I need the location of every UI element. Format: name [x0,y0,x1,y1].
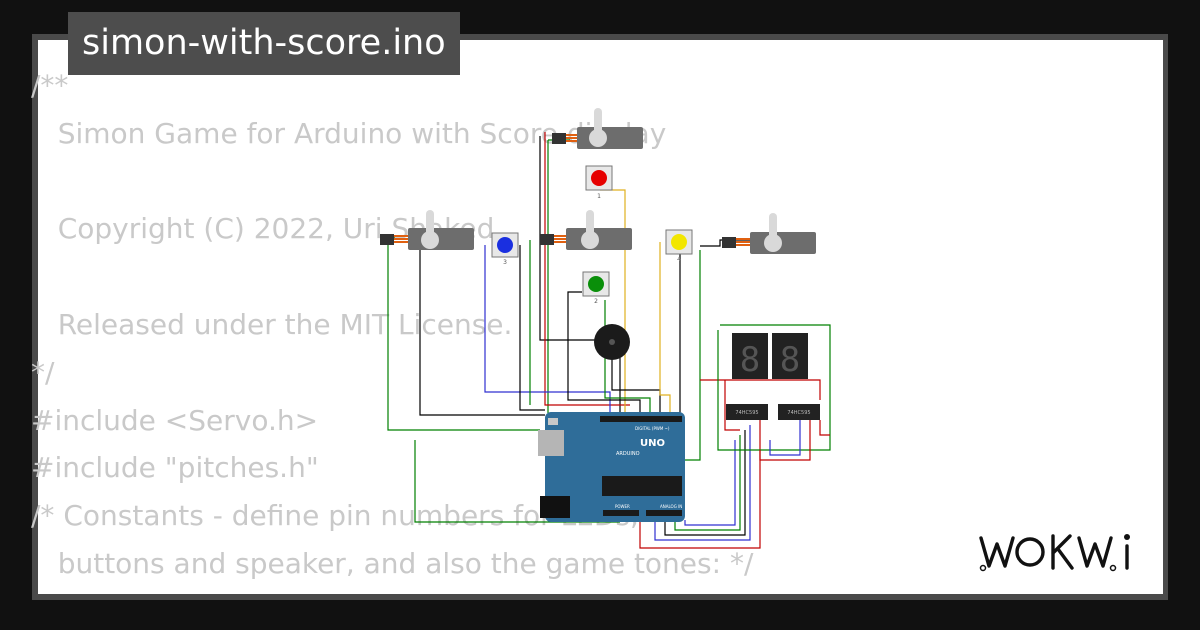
project-title: simon-with-score.ino [68,12,460,75]
code-line: #include <Servo.h> [31,403,319,437]
chip-label: 74HC595 [787,410,810,416]
servo-top [552,108,643,149]
code-preview: /** Simon Game for Arduino with Score di… [31,62,753,588]
arduino-uno-board: DIGITAL (PWM ~) UNO ARDUINO POWER ANALOG… [538,412,685,522]
pushbutton-label: 3 [503,259,507,266]
code-line: buttons and speaker, and also the game t… [31,546,754,580]
pushbutton-3: 3 [491,232,519,266]
svg-text:8: 8 [780,340,800,380]
seven-segment-display-2: 8 [772,333,808,380]
svg-text:8: 8 [740,340,760,380]
chip-label: 74HC595 [735,410,758,416]
code-line: */ [31,355,55,389]
board-pin-label: POWER [615,504,630,509]
code-line: /** [31,69,69,102]
pushbutton-label: 1 [597,193,601,200]
pushbutton-label: 4 [677,256,681,263]
pushbutton-label: 2 [594,298,598,305]
pushbutton-2: 2 [582,271,610,305]
code-line: Released under the MIT License. [31,307,513,341]
code-line: Copyright (C) 2022, Uri Shaked [31,212,495,246]
pushbutton-1: 1 [585,165,613,200]
pushbutton-4: 4 [665,229,693,263]
wokwi-logo [979,534,1130,572]
servo-right [722,213,816,254]
board-pin-label: ANALOG IN [660,504,682,509]
servo-left [380,210,474,250]
board-brand-label: ARDUINO [616,451,640,457]
board-pin-label: DIGITAL (PWM ~) [635,426,670,431]
servo-middle [540,210,632,250]
code-line: #include "pitches.h" [31,451,319,485]
seven-segment-display-1: 8 [732,333,768,380]
board-model-label: UNO [640,438,665,449]
shift-register-1: 74HC595 [726,404,768,420]
buzzer [594,324,630,360]
shift-register-2: 74HC595 [778,404,820,420]
